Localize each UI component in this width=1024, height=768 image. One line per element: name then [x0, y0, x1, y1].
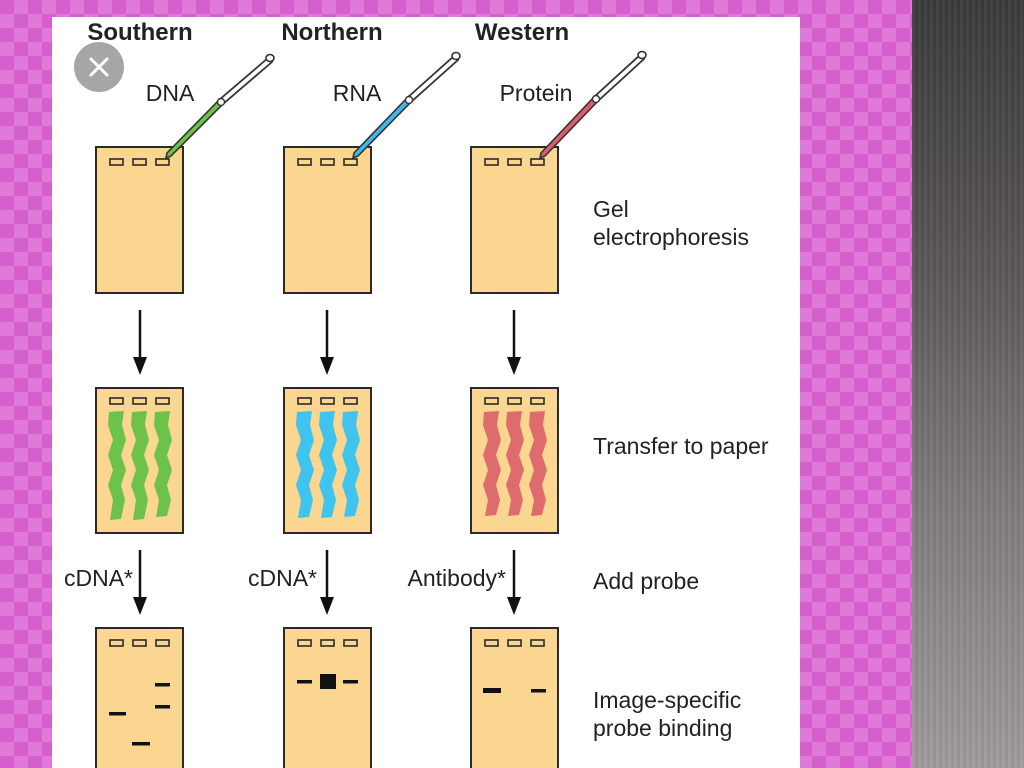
step-label-probe: Add probe [593, 568, 699, 594]
band [483, 688, 501, 693]
probe-label-western: Antibody* [408, 565, 507, 591]
arrow-down-southern-1 [133, 310, 147, 375]
band [109, 712, 126, 716]
transfer-smear-southern-3 [154, 411, 172, 517]
close-button[interactable] [74, 42, 124, 92]
probed-blot-western [470, 627, 559, 768]
transfer-smear-northern-3 [342, 411, 360, 517]
molecule-label-protein: Protein [500, 80, 573, 106]
band [343, 680, 358, 684]
blotting-diagram: Southern Northern Western DNA RNA Protei… [64, 19, 769, 768]
arrow-down-northern-2 [320, 550, 334, 615]
probed-blot-southern [95, 627, 184, 768]
gel-southern [95, 146, 184, 294]
probe-label-northern: cDNA* [248, 565, 317, 591]
step-label-gel-line2: electrophoresis [593, 224, 749, 250]
band [155, 683, 170, 687]
step-label-transfer: Transfer to paper [593, 433, 769, 459]
transfer-smear-western-2 [506, 411, 524, 516]
band [132, 742, 150, 746]
transfer-gel-western [470, 387, 559, 534]
close-icon [89, 57, 109, 77]
band [155, 705, 170, 709]
band [297, 680, 312, 684]
gel-western [470, 146, 559, 294]
blotting-figure: Southern Northern Western DNA RNA Protei… [52, 17, 800, 768]
arrow-down-northern-1 [320, 310, 334, 375]
step-label-binding-line2: probe binding [593, 715, 732, 741]
gel-northern [283, 146, 372, 294]
transfer-gel-northern [283, 387, 372, 534]
molecule-label-rna: RNA [333, 80, 382, 106]
column-title-western: Western [475, 19, 569, 46]
pipette-northern [351, 51, 461, 160]
transfer-smear-southern-1 [108, 411, 126, 520]
side-panel [912, 0, 1024, 768]
transfer-smear-northern-2 [319, 411, 337, 518]
pipette-western [538, 50, 647, 160]
arrow-down-southern-2 [133, 550, 147, 615]
pipette-southern [164, 53, 275, 160]
step-label-gel-line1: Gel [593, 196, 629, 222]
transfer-smear-western-3 [529, 411, 547, 516]
band [531, 689, 546, 693]
transfer-gel-southern [95, 387, 184, 534]
transfer-smear-western-1 [483, 411, 501, 516]
arrow-down-western-2 [507, 550, 521, 615]
column-title-southern: Southern [87, 19, 192, 46]
side-panel-sheen [912, 0, 1024, 768]
probe-label-southern: cDNA* [64, 565, 133, 591]
arrow-down-western-1 [507, 310, 521, 375]
probed-blot-northern [283, 627, 372, 768]
band [320, 674, 336, 689]
column-title-northern: Northern [281, 19, 382, 46]
transfer-smear-southern-2 [131, 411, 149, 520]
molecule-label-dna: DNA [146, 80, 195, 106]
transfer-smear-northern-1 [296, 411, 314, 518]
step-label-binding-line1: Image-specific [593, 687, 741, 713]
